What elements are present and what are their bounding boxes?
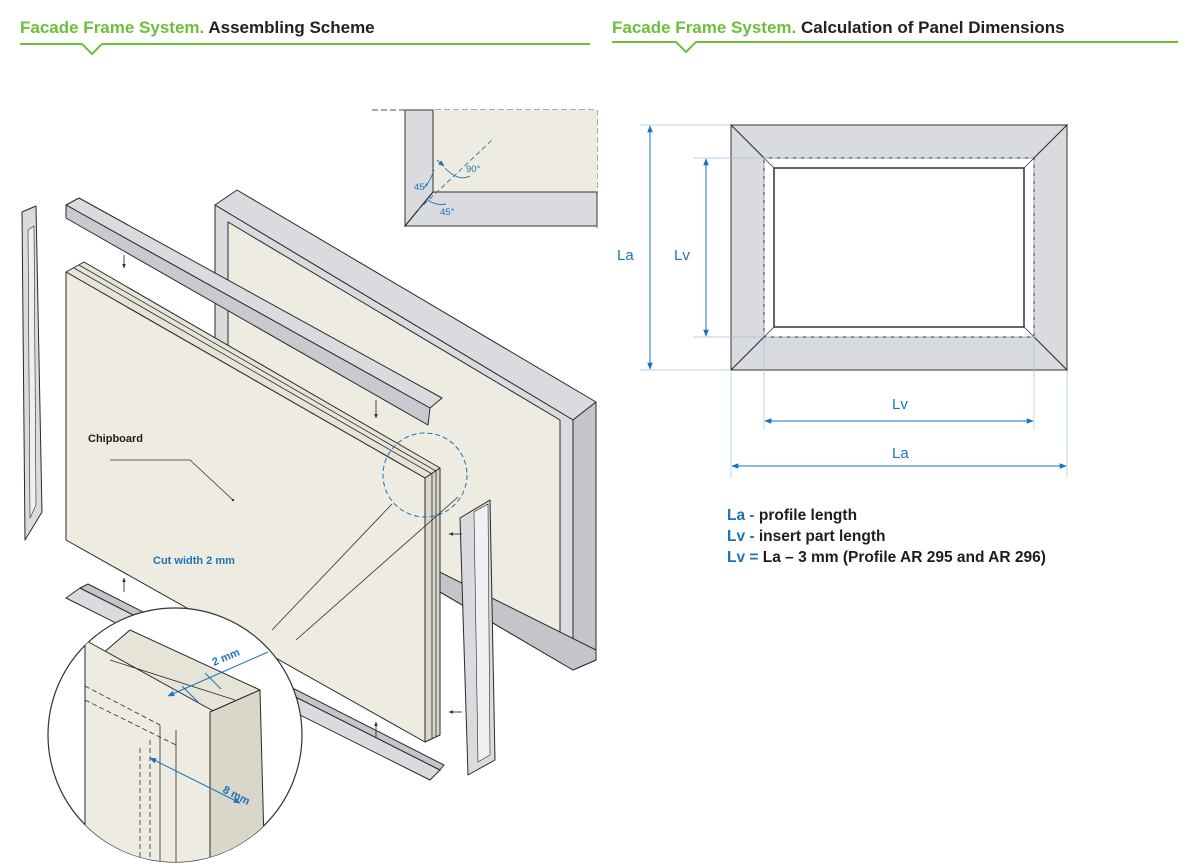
- legend-text: La – 3 mm (Profile AR 295 and AR 296): [758, 549, 1046, 566]
- angle-90-label: 90°: [466, 164, 481, 175]
- chipboard-panel: [65, 261, 441, 743]
- legend-symbol: Lv =: [727, 549, 759, 566]
- legend-item-formula: Lv = La – 3 mm (Profile AR 295 and AR 29…: [727, 547, 1046, 568]
- zoom-leader-2: [295, 496, 459, 641]
- right-profile: [459, 499, 496, 776]
- corner-detail: 90° 45° 45°: [372, 109, 598, 228]
- legend-item-la: La - profile length: [727, 505, 1046, 526]
- la-horizontal-label: La: [892, 445, 909, 462]
- assembly-arrows: [122, 255, 462, 738]
- legend-text: insert part length: [754, 528, 886, 545]
- right-header-brand: Facade Frame System.: [612, 18, 797, 37]
- left-header-underline: [20, 43, 590, 56]
- left-header: Facade Frame System. Assembling Scheme: [20, 18, 375, 38]
- angle-45-label-a: 45°: [414, 182, 429, 193]
- lv-vertical-label: Lv: [674, 247, 690, 264]
- dimension-legend: La - profile length Lv - insert part len…: [727, 505, 1046, 568]
- right-header: Facade Frame System. Calculation of Pane…: [612, 18, 1065, 38]
- right-header-title: Calculation of Panel Dimensions: [801, 18, 1065, 37]
- cut-width-label: Cut width 2 mm: [153, 555, 235, 567]
- legend-symbol: Lv -: [727, 528, 755, 545]
- dimension-frame: [729, 123, 1069, 372]
- left-header-title: Assembling Scheme: [208, 18, 375, 37]
- top-profile: [65, 197, 443, 426]
- chipboard-leader: [110, 459, 234, 501]
- left-header-brand: Facade Frame System.: [20, 18, 205, 37]
- angle-45-label-b: 45°: [440, 207, 455, 218]
- chipboard-label: Chipboard: [88, 433, 143, 445]
- legend-item-lv: Lv - insert part length: [727, 526, 1046, 547]
- legend-symbol: La -: [727, 507, 755, 524]
- detail-marker-circle: [382, 432, 468, 518]
- zoom-leader-1: [271, 503, 393, 631]
- legend-text: profile length: [754, 507, 858, 524]
- lv-horizontal-label: Lv: [892, 396, 908, 413]
- left-profile: [21, 205, 43, 541]
- right-header-underline: [612, 41, 1178, 54]
- zoom-detail: 2 mm 8 mm: [47, 607, 303, 863]
- dimension-lines: [640, 124, 1068, 478]
- chipboard-leader-dot: [231, 498, 235, 502]
- la-vertical-label: La: [617, 247, 634, 264]
